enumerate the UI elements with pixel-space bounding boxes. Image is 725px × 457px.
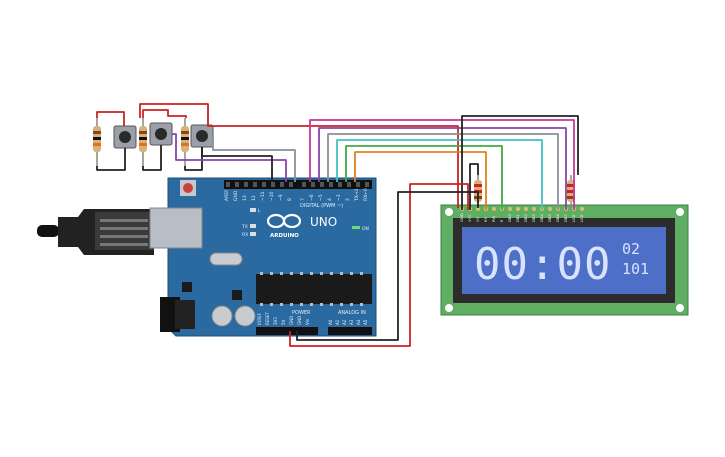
pin-label: 4: [327, 198, 333, 201]
wire-cyan: [336, 139, 543, 210]
reset-button[interactable]: [183, 183, 193, 193]
pin-label: 3V3: [273, 317, 278, 325]
l-led-label: L: [258, 208, 261, 214]
pin-label: ~9: [278, 194, 284, 201]
pin-label: 5V: [281, 319, 286, 325]
pin-label: ~10: [269, 191, 275, 201]
pin-label: A3: [349, 319, 354, 325]
resistor: [139, 118, 147, 166]
wire-gray: [212, 136, 296, 182]
wire-red: [96, 111, 125, 126]
pin-label: A4: [356, 319, 361, 325]
digital-header-holes: [226, 182, 369, 187]
lcd-module: 00:00 02 101 GND VCC V0 RS RW E DB0 DB1 …: [440, 204, 689, 316]
lcd-pin-label: DB1: [515, 213, 520, 222]
wire-green: [345, 145, 503, 210]
pin-label: 2: [345, 198, 351, 201]
lcd-pin-label: DB4: [539, 213, 544, 222]
lcd-pin-label: DB5: [547, 213, 552, 222]
pin-label: GND: [233, 190, 239, 201]
pin-label: ~11: [260, 191, 266, 201]
lcd-pin-label: GND: [459, 213, 464, 222]
wire-gray: [327, 133, 559, 210]
wire-red: [289, 183, 469, 347]
lcd-big-digits: 00:00: [474, 239, 611, 290]
resistor: [181, 118, 189, 166]
pin-label: AREF: [224, 189, 230, 201]
pin-label: RESET: [265, 312, 270, 325]
resistor: [567, 175, 575, 208]
lcd-pin-label: V0: [475, 216, 480, 222]
tx-label: TX: [241, 224, 248, 230]
wire-red: [142, 109, 187, 118]
wire-black: [142, 145, 162, 171]
lcd-pin-label: DB3: [531, 213, 536, 222]
pin-label: Vin: [305, 318, 310, 325]
wire-black: [96, 148, 126, 171]
rx-label: RX: [242, 232, 248, 238]
wire-orange: [354, 151, 487, 210]
pin-label: 12: [251, 195, 257, 201]
atmega-chip: [256, 274, 372, 304]
push-button[interactable]: [149, 122, 173, 146]
pin-label: IOREF: [257, 312, 262, 325]
lcd-pin-label: DB0: [507, 213, 512, 222]
push-button[interactable]: [190, 124, 214, 148]
lcd-pin-label: LED: [571, 214, 576, 222]
pin-label: GND: [297, 316, 302, 325]
lcd-pin-label: DB2: [523, 213, 528, 222]
wire-magenta: [309, 119, 575, 210]
wire-purple: [318, 127, 567, 210]
pin-label: A0: [328, 319, 333, 325]
pin-label: 7: [300, 198, 306, 201]
lcd-pin-label: LED: [579, 214, 584, 222]
pin-label: ~3: [336, 194, 342, 201]
analog-label: ANALOG IN: [338, 310, 366, 316]
wire-black: [184, 147, 203, 171]
pin-label: ~5: [318, 194, 324, 201]
pin-label: GND: [289, 316, 294, 325]
lcd-small-top: 02: [622, 240, 640, 258]
on-label: ON: [362, 226, 369, 232]
wire-black: [201, 147, 273, 182]
pin-label: A2: [342, 319, 347, 325]
lcd-pin-label: E: [499, 219, 504, 222]
lcd-pin-label: RS: [483, 216, 488, 222]
lcd-pin-label: DB7: [563, 213, 568, 222]
arduino-logo-icon: [266, 213, 302, 229]
pin-label: TX→1: [354, 188, 360, 202]
brand-label: ARDUINO: [270, 233, 299, 239]
wire-purple: [172, 133, 287, 182]
lcd-pin-label: VCC: [467, 214, 472, 222]
resistor: [93, 118, 101, 166]
pin-label: RX←0: [363, 188, 369, 201]
model-label: UNO: [310, 215, 337, 229]
wire-black: [296, 191, 479, 341]
pin-label: A1: [335, 319, 340, 325]
pin-label: 8: [287, 198, 293, 201]
pin-label: A5: [363, 319, 368, 325]
wire-black: [469, 163, 479, 210]
wire-black: [461, 115, 579, 210]
pin-label: 13: [242, 195, 248, 201]
lcd-small-bottom: 101: [622, 260, 649, 278]
arduino-board: AREF GND 13 12 ~11 ~10 ~9 8 7 ~6 ~5 4 ~3…: [149, 177, 377, 337]
digital-label: DIGITAL (PWM ~): [300, 203, 343, 209]
push-button[interactable]: [113, 125, 137, 149]
lcd-pin-label: RW: [491, 216, 496, 222]
lcd-screen: [462, 227, 666, 294]
power-label: POWER: [292, 310, 311, 316]
lcd-pin-label: DB6: [555, 213, 560, 222]
pin-label: ~6: [309, 194, 315, 201]
